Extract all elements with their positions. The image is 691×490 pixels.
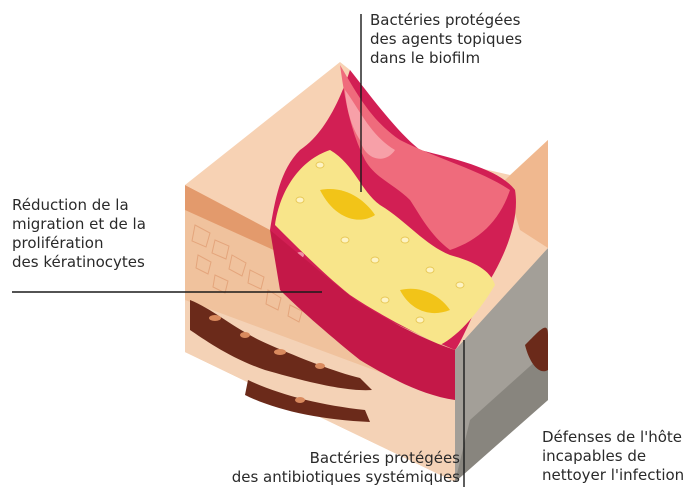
label-host-defenses: Défenses de l'hôte incapables de nettoye… [542,428,684,485]
label-systemic-antibiotics: Bactéries protégées des antibiotiques sy… [130,449,460,487]
label-topical-agents: Bactéries protégées des agents topiques … [370,11,522,68]
label-keratinocytes: Réduction de la migration et de la proli… [12,196,146,272]
